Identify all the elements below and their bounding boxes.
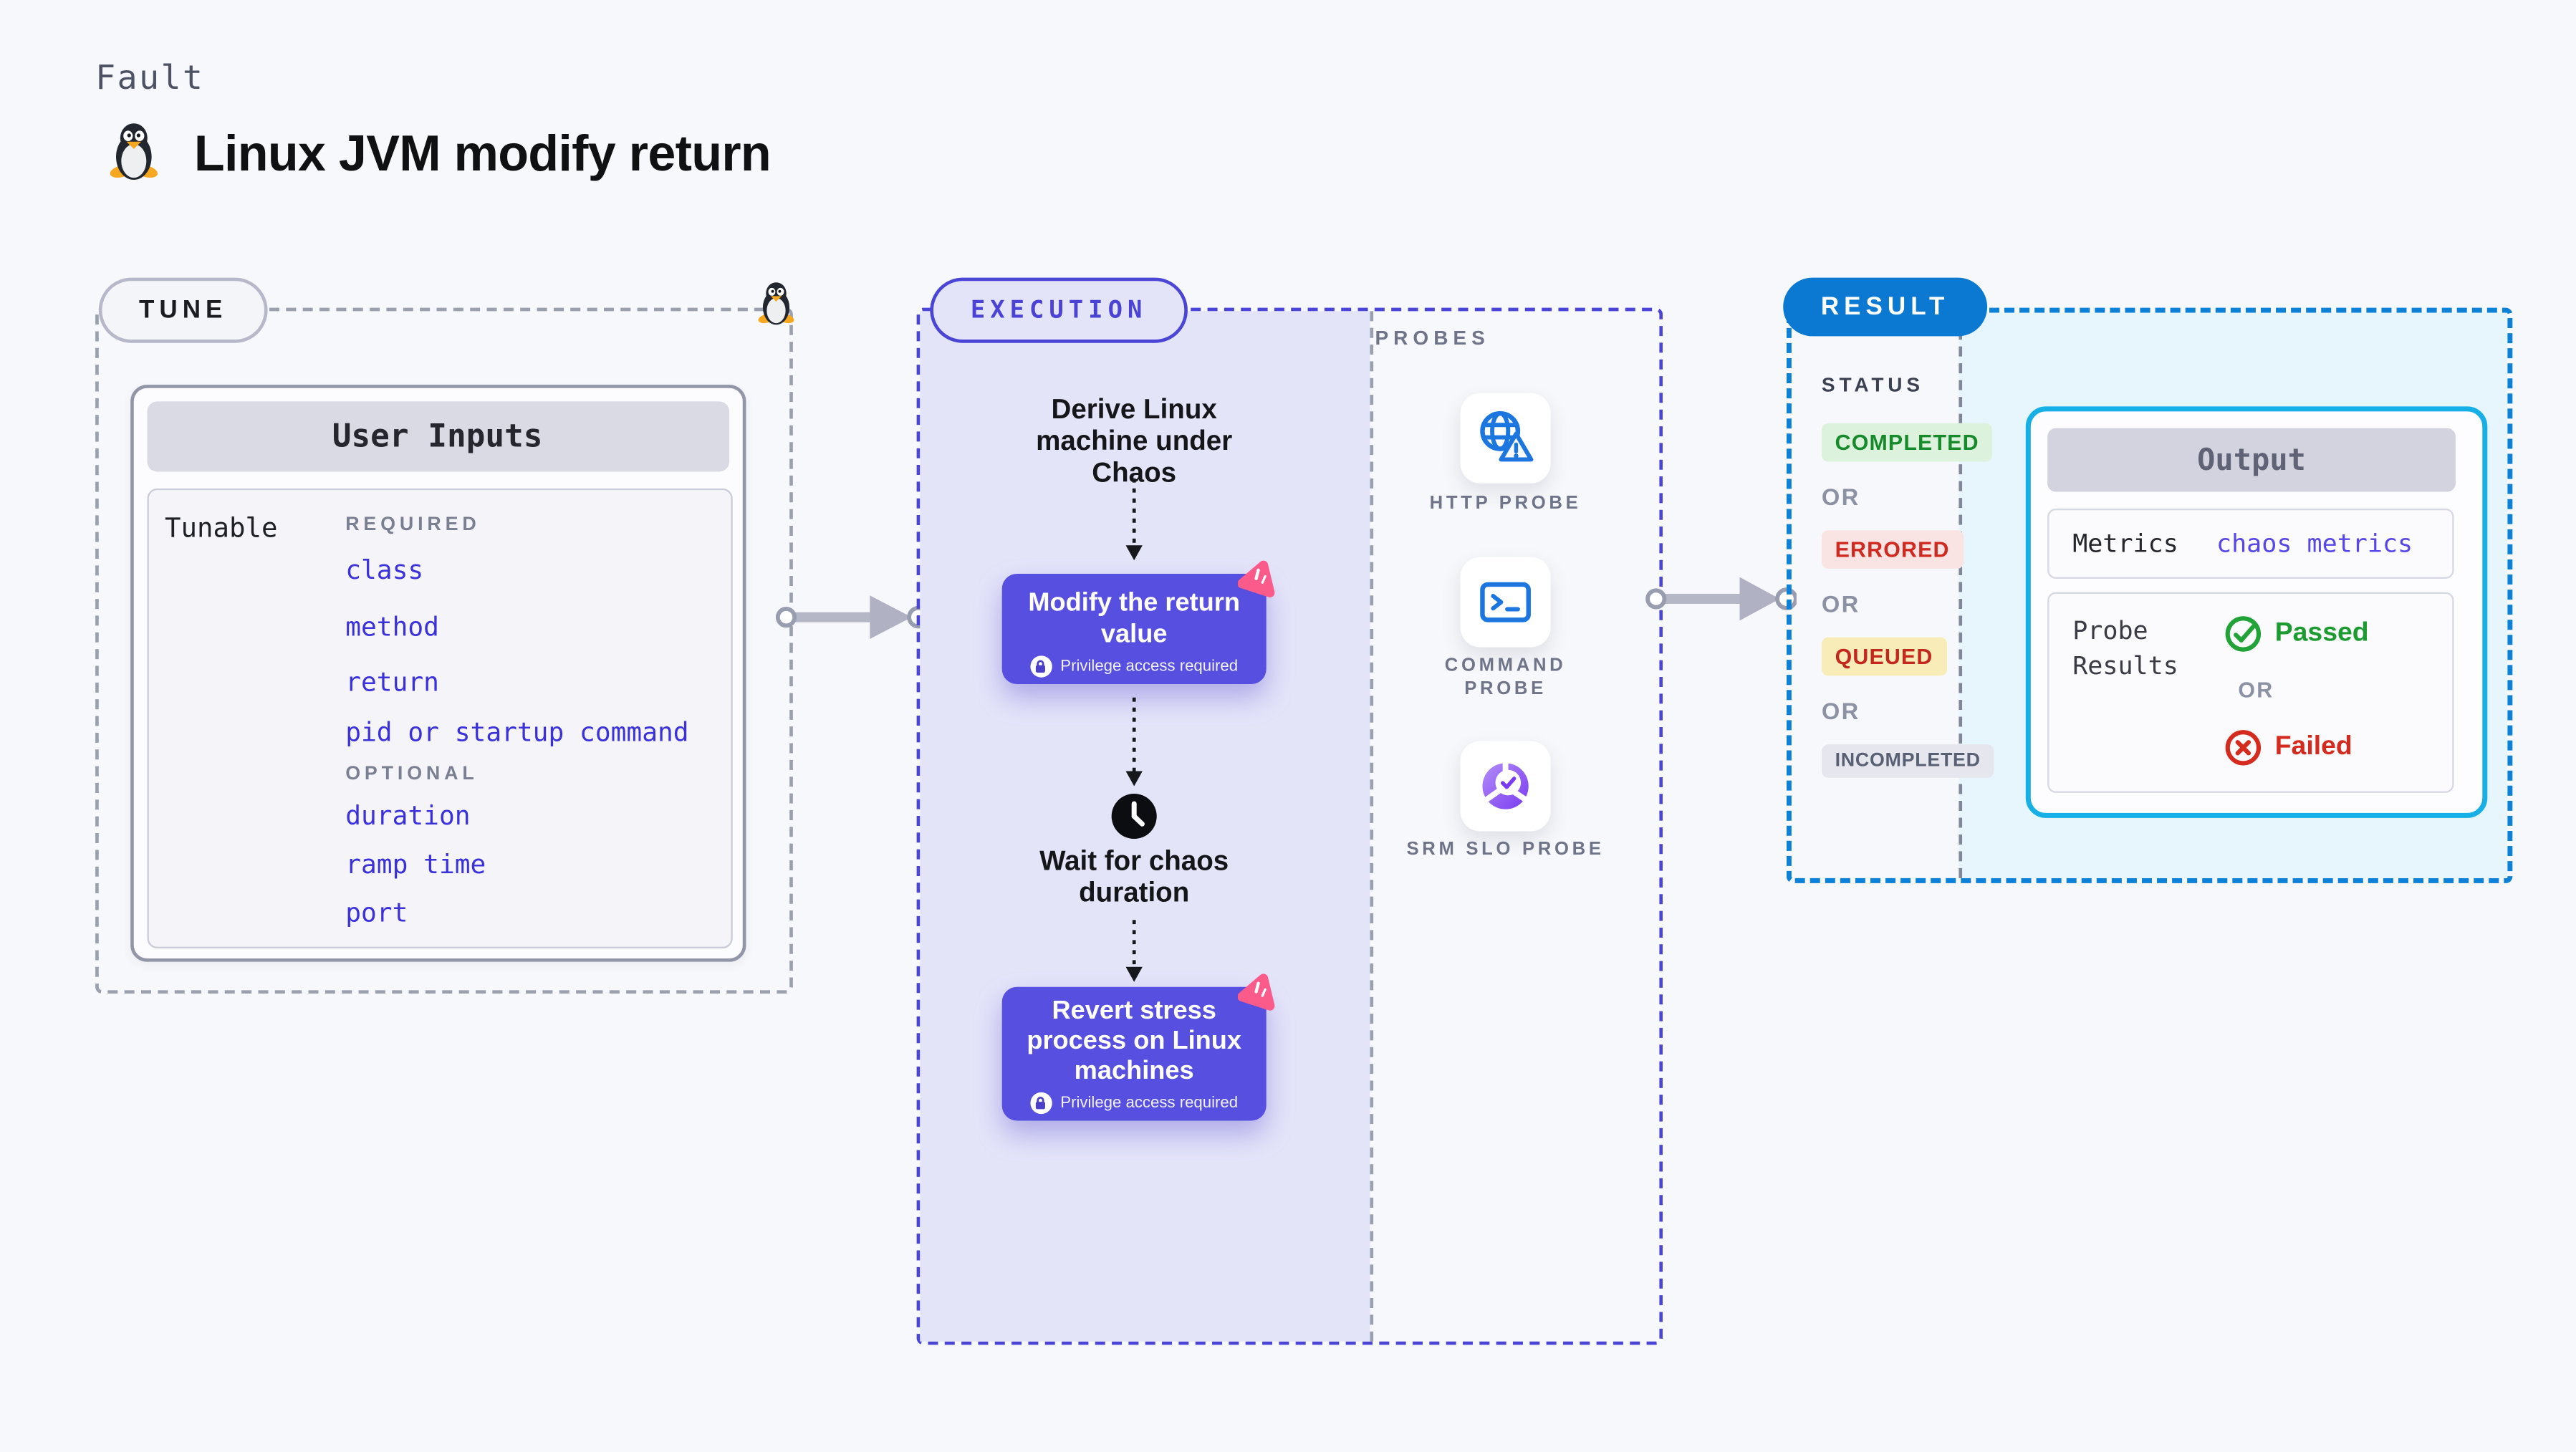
lock-icon — [1030, 1092, 1052, 1115]
user-inputs-header: User Inputs — [146, 400, 729, 471]
passed-result: Passed — [2223, 614, 2369, 654]
tunable-link-port[interactable]: port — [345, 897, 408, 928]
tunable-label: Tunable — [165, 511, 278, 543]
status-badge-queued: QUEUED — [1821, 637, 1947, 676]
failed-label: Failed — [2274, 732, 2352, 761]
output-header: Output — [2047, 428, 2456, 492]
tunable-link-ramp-time[interactable]: ramp time — [345, 849, 486, 880]
status-badge-completed: COMPLETED — [1821, 423, 1993, 462]
fault-kicker: Fault — [95, 57, 205, 97]
optional-group-label: OPTIONAL — [345, 763, 479, 784]
privilege-badge-label: Privilege access required — [1060, 1094, 1239, 1112]
result-section: STATUS COMPLETED OR ERRORED OR QUEUED OR… — [1786, 307, 2513, 883]
tunable-link-method[interactable]: method — [345, 611, 439, 642]
tunable-link-return[interactable]: return — [345, 666, 439, 697]
command-probe-card — [1460, 557, 1551, 648]
chaos-fault-icon — [1237, 560, 1275, 597]
derive-step-text: Derive Linux machine under Chaos — [1036, 395, 1233, 489]
or-separator: OR — [1821, 483, 1860, 511]
or-separator: OR — [1821, 590, 1860, 617]
tunable-link-duration[interactable]: duration — [345, 800, 471, 831]
http-probe-label: HTTP PROBE — [1429, 493, 1582, 514]
tune-to-execution-arrow — [775, 595, 927, 640]
wait-step-text: Wait for chaos duration — [1039, 846, 1229, 908]
srm-slo-probe-label: SRM SLO PROBE — [1406, 840, 1605, 860]
flow-arrow — [1125, 478, 1143, 561]
metrics-label: Metrics — [2072, 528, 2178, 559]
output-card: Output Metrics chaos metrics Probe Resul… — [2025, 406, 2488, 818]
tune-section: User Inputs Tunable REQUIRED class metho… — [95, 307, 793, 994]
srm-slo-probe-card — [1460, 741, 1551, 832]
status-badge-errored: ERRORED — [1821, 530, 1964, 569]
tune-pill: TUNE — [98, 277, 268, 343]
http-probe-card — [1460, 393, 1551, 484]
page-title: Linux JVM modify return — [193, 127, 772, 183]
terminal-icon — [1480, 582, 1531, 622]
tunable-link-pid[interactable]: pid or startup command — [345, 716, 689, 747]
command-probe-label: COMMAND PROBE — [1444, 655, 1567, 700]
check-circle-icon — [2225, 616, 2262, 652]
x-circle-icon — [2225, 730, 2262, 766]
user-inputs-body: Tunable REQUIRED class method return pid… — [146, 487, 732, 948]
or-separator: OR — [1821, 697, 1860, 725]
slo-gauge-icon — [1482, 761, 1529, 809]
metrics-row: Metrics chaos metrics — [2047, 508, 2454, 579]
status-header: STATUS — [1821, 372, 1924, 397]
flow-arrow — [1125, 920, 1143, 982]
result-pill: RESULT — [1783, 277, 1988, 337]
or-separator: OR — [2238, 677, 2274, 703]
probe-results-row: Probe Results Passed OR Failed — [2047, 592, 2454, 793]
user-inputs-card: User Inputs Tunable REQUIRED class metho… — [129, 383, 746, 961]
tux-penguin-icon — [757, 282, 795, 325]
step-title: Revert stress process on Linux machines — [1027, 996, 1242, 1086]
flow-arrow — [1125, 697, 1143, 787]
probe-results-label: Probe Results — [2072, 615, 2178, 681]
modify-return-step-card: Modify the return value Privilege access… — [1001, 560, 1275, 685]
failed-result: Failed — [2223, 728, 2352, 768]
lock-icon — [1030, 655, 1052, 678]
required-group-label: REQUIRED — [345, 514, 481, 535]
metrics-value-link[interactable]: chaos metrics — [2216, 528, 2413, 559]
privilege-badge-label: Privilege access required — [1060, 657, 1239, 676]
step-title: Modify the return value — [1028, 588, 1241, 650]
probes-header: PROBES — [1375, 326, 1490, 350]
probes-divider — [1370, 311, 1374, 1342]
tux-penguin-icon — [108, 123, 159, 181]
execution-section: Derive Linux machine under Chaos Modify … — [916, 307, 1663, 1345]
globe-alert-icon — [1480, 410, 1534, 462]
tunable-link-class[interactable]: class — [345, 554, 424, 585]
execution-to-result-arrow — [1645, 577, 1797, 621]
execution-pill: EXECUTION — [930, 277, 1188, 343]
clock-icon — [1111, 794, 1157, 840]
result-divider — [1959, 312, 1963, 878]
chaos-fault-icon — [1237, 973, 1275, 1011]
passed-label: Passed — [2274, 618, 2369, 648]
revert-stress-step-card: Revert stress process on Linux machines … — [1001, 973, 1275, 1121]
status-badge-incompleted: INCOMPLETED — [1821, 744, 1994, 778]
